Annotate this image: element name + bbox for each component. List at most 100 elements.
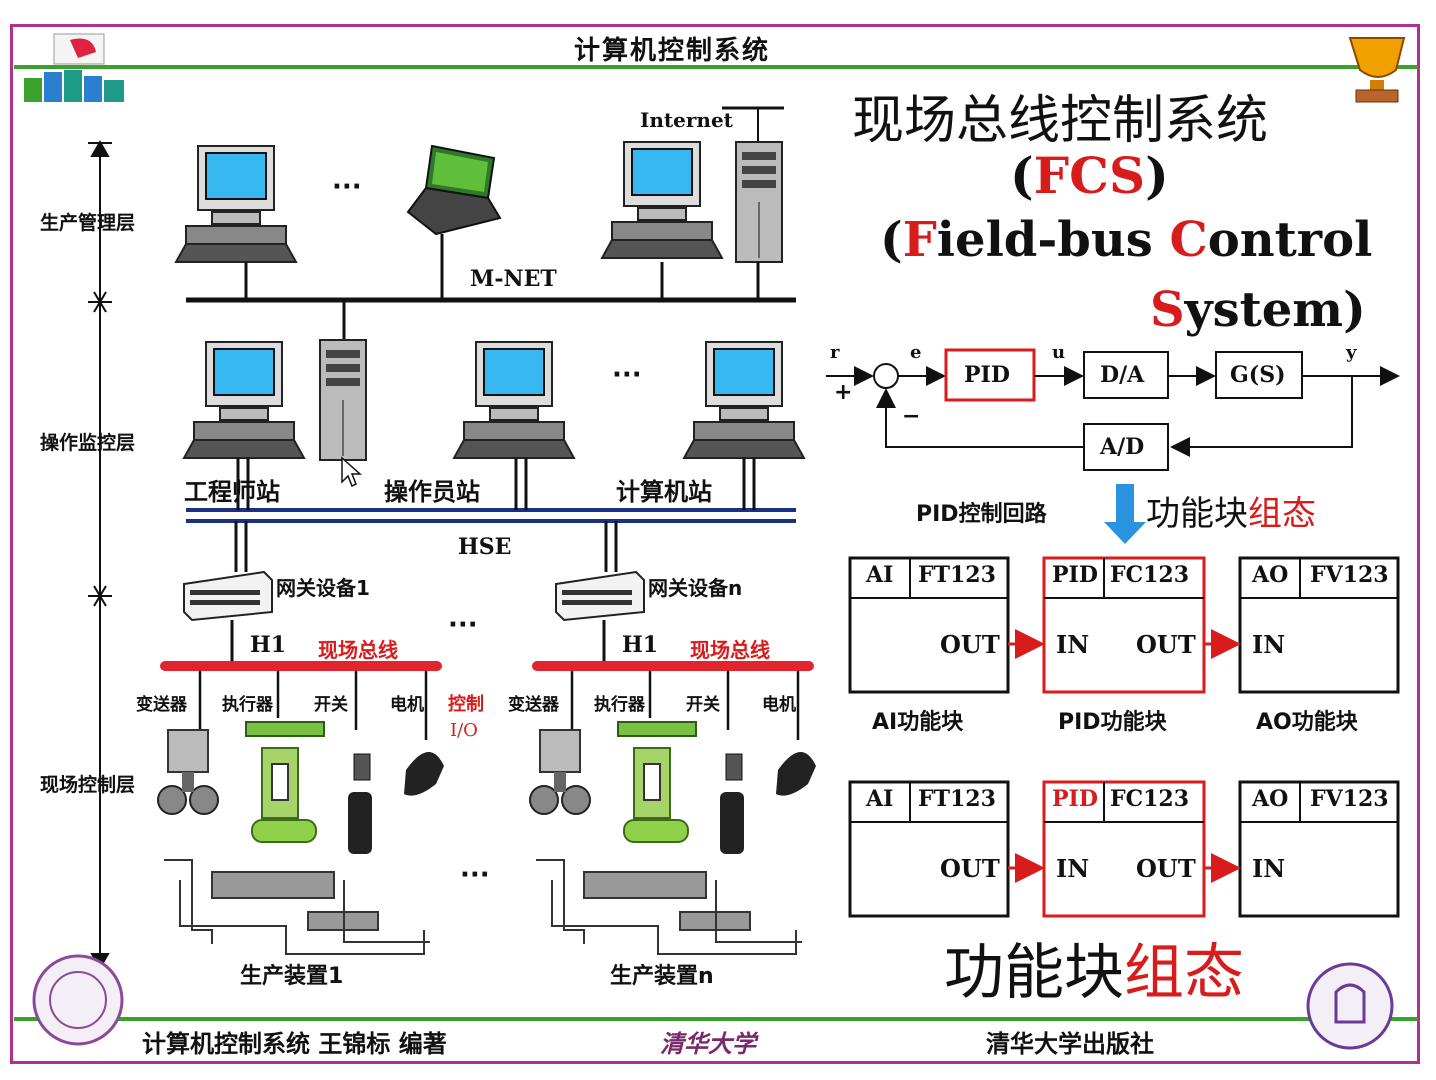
main-title-chinese: 现场总线控制系统 bbox=[852, 91, 1269, 151]
internet-label: Internet bbox=[640, 108, 733, 132]
block-pid-1 bbox=[1042, 556, 1206, 694]
down-arrow-icon bbox=[1104, 484, 1146, 544]
management-pc-icon bbox=[175, 145, 297, 263]
gateway-n-icon bbox=[555, 571, 645, 621]
block-ao-type: AO bbox=[1252, 562, 1289, 588]
block-ao-1 bbox=[1238, 556, 1400, 694]
station-engineering-label: 工程师站 bbox=[184, 478, 280, 506]
header-title: 计算机控制系统 bbox=[574, 36, 771, 66]
block-pid-2 bbox=[1042, 780, 1206, 918]
cursor-icon bbox=[341, 456, 362, 488]
top-left-logo bbox=[24, 33, 124, 102]
ellipsis-plants: ··· bbox=[460, 860, 490, 890]
block2-pid-tag: FC123 bbox=[1110, 786, 1190, 812]
block-ao-2 bbox=[1238, 780, 1400, 918]
block-pid-in: IN bbox=[1056, 630, 1090, 659]
hse-label: HSE bbox=[458, 534, 512, 560]
gateway-1-icon bbox=[183, 571, 273, 621]
function-block-rows bbox=[848, 556, 1400, 918]
computer-station-pc-icon bbox=[683, 341, 805, 459]
block-ai-type: AI bbox=[866, 562, 894, 588]
engineering-pc-icon bbox=[183, 341, 305, 459]
block-pid-out: OUT bbox=[1136, 630, 1196, 659]
block2-ai-type: AI bbox=[866, 786, 894, 812]
loop-pid: PID bbox=[964, 362, 1010, 388]
device-label-2a: 执行器 bbox=[222, 695, 273, 715]
h1-label-n: H1 bbox=[622, 632, 659, 658]
level-label-management: 生产管理层 bbox=[40, 212, 136, 234]
footer-right: 清华大学出版社 bbox=[986, 1030, 1154, 1058]
footer-center-logo: 清华大学 bbox=[660, 1030, 756, 1058]
loop-u: u bbox=[1052, 342, 1066, 363]
ellipsis-gateways: ··· bbox=[448, 610, 478, 640]
level-label-field: 现场控制层 bbox=[40, 774, 136, 796]
block2-ao-tag: FV123 bbox=[1310, 786, 1389, 812]
device-label-3b: 开关 bbox=[686, 695, 720, 715]
h1-bus-n bbox=[532, 661, 814, 671]
device-label-4b: 电机 bbox=[762, 695, 796, 715]
bottom-title: 功能块组态 bbox=[944, 938, 1244, 1008]
block-ao-caption: AO功能块 bbox=[1256, 710, 1358, 735]
plant-1-label: 生产装置1 bbox=[240, 964, 344, 989]
server-tower-icon bbox=[735, 141, 783, 263]
left-seal-icon bbox=[32, 954, 124, 1046]
level-axis bbox=[88, 139, 112, 971]
loop-r: r bbox=[830, 342, 840, 363]
loop-ad: A/D bbox=[1100, 434, 1145, 460]
io-label: I/O bbox=[450, 720, 478, 741]
h1-label-1: H1 bbox=[250, 632, 287, 658]
plant-n-label: 生产装置n bbox=[610, 964, 714, 989]
loop-y: y bbox=[1346, 342, 1357, 363]
station-operator-label: 操作员站 bbox=[384, 478, 480, 506]
loop-plus: + bbox=[834, 380, 853, 405]
fieldbus-label-1: 现场总线 bbox=[318, 638, 398, 662]
block2-pid-out: OUT bbox=[1136, 854, 1196, 883]
block-ai-out: OUT bbox=[940, 630, 1000, 659]
device-label-1b: 变送器 bbox=[508, 695, 559, 715]
main-title-english-line2: System) bbox=[1150, 282, 1366, 338]
loop-da: D/A bbox=[1100, 362, 1145, 388]
loop-e: e bbox=[910, 342, 922, 363]
gateway-1-label: 网关设备1 bbox=[276, 576, 370, 600]
block2-ai-tag: FT123 bbox=[918, 786, 996, 812]
fieldbus-label-n: 现场总线 bbox=[690, 638, 770, 662]
device-label-2b: 执行器 bbox=[594, 695, 645, 715]
loop-minus: − bbox=[902, 404, 921, 429]
slide-frame bbox=[10, 24, 1420, 1064]
pid-loop bbox=[826, 348, 1400, 471]
block2-ao-in: IN bbox=[1252, 854, 1286, 883]
block-ai-2 bbox=[848, 780, 1010, 918]
plant-1-equipment bbox=[157, 721, 445, 955]
block-ai-1 bbox=[848, 556, 1010, 694]
block-pid-tag: FC123 bbox=[1110, 562, 1190, 588]
ellipsis-operation: ··· bbox=[612, 360, 642, 390]
block-ao-tag: FV123 bbox=[1310, 562, 1389, 588]
mnet-label: M-NET bbox=[470, 266, 557, 292]
engineering-tower-icon bbox=[319, 339, 367, 461]
station-computer-label: 计算机站 bbox=[616, 478, 712, 506]
main-title-abbr: (FCS) bbox=[1010, 146, 1169, 205]
ellipsis-management: ··· bbox=[332, 172, 362, 202]
laptop-icon bbox=[406, 144, 502, 236]
loop-gs: G(S) bbox=[1230, 362, 1286, 388]
block2-pid-in: IN bbox=[1056, 854, 1090, 883]
level-label-operation: 操作监控层 bbox=[40, 432, 136, 454]
config-caption: 功能块组态 bbox=[1146, 494, 1316, 534]
block2-ai-out: OUT bbox=[940, 854, 1000, 883]
h1-bus-1 bbox=[160, 661, 442, 671]
plant-n-equipment bbox=[529, 721, 817, 955]
block-pid-type: PID bbox=[1052, 562, 1098, 588]
block-ai-caption: AI功能块 bbox=[872, 710, 964, 735]
right-seal-icon bbox=[1306, 962, 1394, 1050]
block2-pid-type: PID bbox=[1052, 786, 1098, 812]
trophy-icon bbox=[1348, 37, 1406, 103]
internet-pc-icon bbox=[601, 141, 723, 259]
main-title-english-line1: (Field-bus Control bbox=[880, 212, 1373, 268]
block-ao-in: IN bbox=[1252, 630, 1286, 659]
block-pid-caption: PID功能块 bbox=[1058, 710, 1167, 735]
hse-bus bbox=[186, 508, 796, 523]
pid-loop-caption: PID控制回路 bbox=[916, 502, 1047, 527]
block-ai-tag: FT123 bbox=[918, 562, 996, 588]
device-label-3a: 开关 bbox=[314, 695, 348, 715]
